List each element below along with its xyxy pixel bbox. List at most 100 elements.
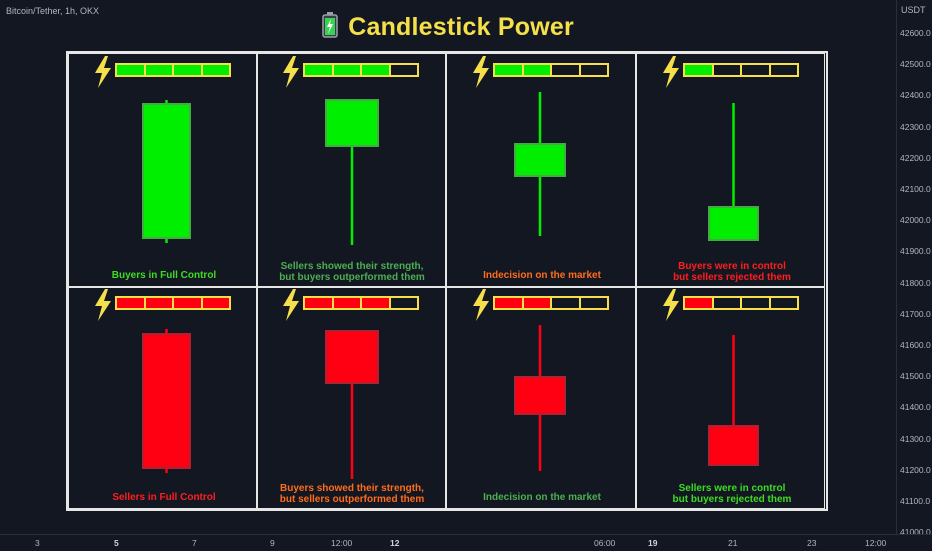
time-label: 21 (728, 538, 738, 548)
page-title: Candlestick Power (0, 12, 896, 45)
power-meter (303, 63, 419, 77)
meter-segment-filled (174, 298, 203, 308)
price-label: 42300.0 (900, 121, 931, 132)
price-label: 42500.0 (900, 59, 931, 70)
panel-buyers-full-control: Buyers in Full Control (68, 53, 258, 288)
price-label: 41600.0 (900, 340, 931, 350)
panel-indecision-red: Indecision on the market (446, 286, 636, 509)
lightning-icon (283, 289, 299, 321)
meter-segment-empty (714, 65, 742, 75)
caption-line: Sellers showed their strength, (280, 261, 424, 272)
meter-segment-empty (742, 298, 771, 308)
meter-segment-empty (714, 298, 742, 308)
time-label: 7 (192, 538, 197, 548)
price-label: 42200.0 (900, 152, 931, 163)
meter-segment-filled (202, 65, 229, 75)
caption-line: Indecision on the market (483, 492, 601, 503)
price-label: 41300.0 (900, 433, 931, 444)
panel-caption: Buyers showed their strength,but sellers… (257, 483, 447, 505)
price-label: 42100.0 (900, 184, 931, 194)
caption-line: Indecision on the market (483, 270, 601, 281)
candle-body (142, 103, 191, 239)
lightning-icon (663, 289, 679, 321)
candlestick-grid: Buyers in Full Control Sellers showed the… (66, 51, 828, 511)
meter-segment-filled (495, 65, 524, 75)
battery-icon (322, 12, 338, 45)
price-label: 41400.0 (900, 402, 931, 413)
power-meter (303, 296, 419, 310)
caption-line: but buyers rejected them (672, 494, 792, 505)
caption-line: Sellers were in control (678, 483, 786, 494)
meter-segment-filled (305, 298, 334, 308)
price-label: 41100.0 (900, 496, 931, 506)
time-label: 12:00 (331, 538, 353, 548)
time-label: 06:00 (594, 538, 616, 548)
candlestick (708, 335, 759, 466)
lightning-icon (95, 56, 111, 88)
candlestick (708, 103, 759, 241)
meter-segment-filled (495, 298, 524, 308)
candlestick (514, 92, 566, 236)
lightning-icon (283, 56, 299, 88)
meter-segment-filled (523, 65, 552, 75)
lightning-icon (473, 56, 489, 88)
panel-caption: Indecision on the market (447, 270, 637, 281)
caption-line: Sellers in Full Control (112, 492, 216, 503)
candlestick (325, 99, 379, 245)
caption-line: but buyers outperformed them (279, 272, 425, 283)
candle-body (708, 206, 759, 241)
meter-segment-filled (117, 65, 146, 75)
meter-segment-filled (523, 298, 552, 308)
candle-body (514, 143, 566, 177)
symbol-info[interactable]: Bitcoin/Tether, 1h, OKX (6, 6, 100, 16)
power-meter (115, 63, 231, 77)
price-axis[interactable]: USDT 42600.0 42500.0 42400.0 42300.0 42200.0… (896, 0, 932, 538)
time-label: 3 (35, 538, 40, 548)
panel-indecision-green: Indecision on the market (446, 53, 636, 288)
panel-caption: Sellers showed their strength,but buyers… (257, 261, 447, 283)
time-label: 23 (807, 538, 817, 548)
candlestick (514, 325, 566, 471)
price-label: 42600.0 (900, 28, 931, 38)
meter-segment-filled (362, 65, 391, 75)
title-text: Candlestick Power (348, 13, 574, 42)
time-label: 19 (648, 538, 658, 548)
meter-segment-filled (145, 298, 174, 308)
caption-line: Buyers showed their strength, (280, 483, 424, 494)
axis-unit[interactable]: USDT (901, 5, 926, 15)
candlestick (142, 100, 191, 243)
panel-buyers-strength-sellers-won: Buyers showed their strength,but sellers… (256, 286, 446, 509)
price-label: 41800.0 (900, 277, 931, 288)
lightning-icon (663, 56, 679, 88)
caption-line: Buyers in Full Control (111, 270, 217, 281)
meter-segment-filled (145, 65, 174, 75)
price-label: 41900.0 (900, 246, 931, 257)
power-meter (493, 63, 609, 77)
candle-body (325, 330, 379, 384)
meter-segment-filled (362, 298, 391, 308)
meter-segment-filled (333, 65, 362, 75)
price-label: 41700.0 (900, 308, 931, 319)
candle-body (325, 99, 379, 147)
candlestick (142, 329, 191, 473)
candle-body (708, 425, 759, 466)
power-meter (683, 63, 799, 77)
price-label: 41000.0 (900, 527, 931, 538)
panel-sellers-strength-buyers-won: Sellers showed their strength,but buyers… (256, 53, 446, 288)
price-label: 42400.0 (900, 90, 931, 101)
price-label: 41200.0 (900, 464, 931, 475)
time-label: 5 (114, 538, 119, 548)
meter-segment-empty (742, 65, 771, 75)
power-meter (493, 296, 609, 310)
candle-body (142, 333, 191, 469)
meter-segment-filled (202, 298, 229, 308)
panel-caption: Sellers in Full Control (69, 492, 259, 503)
lightning-icon (95, 289, 111, 321)
meter-segment-filled (333, 298, 362, 308)
price-label: 42000.0 (900, 215, 931, 226)
